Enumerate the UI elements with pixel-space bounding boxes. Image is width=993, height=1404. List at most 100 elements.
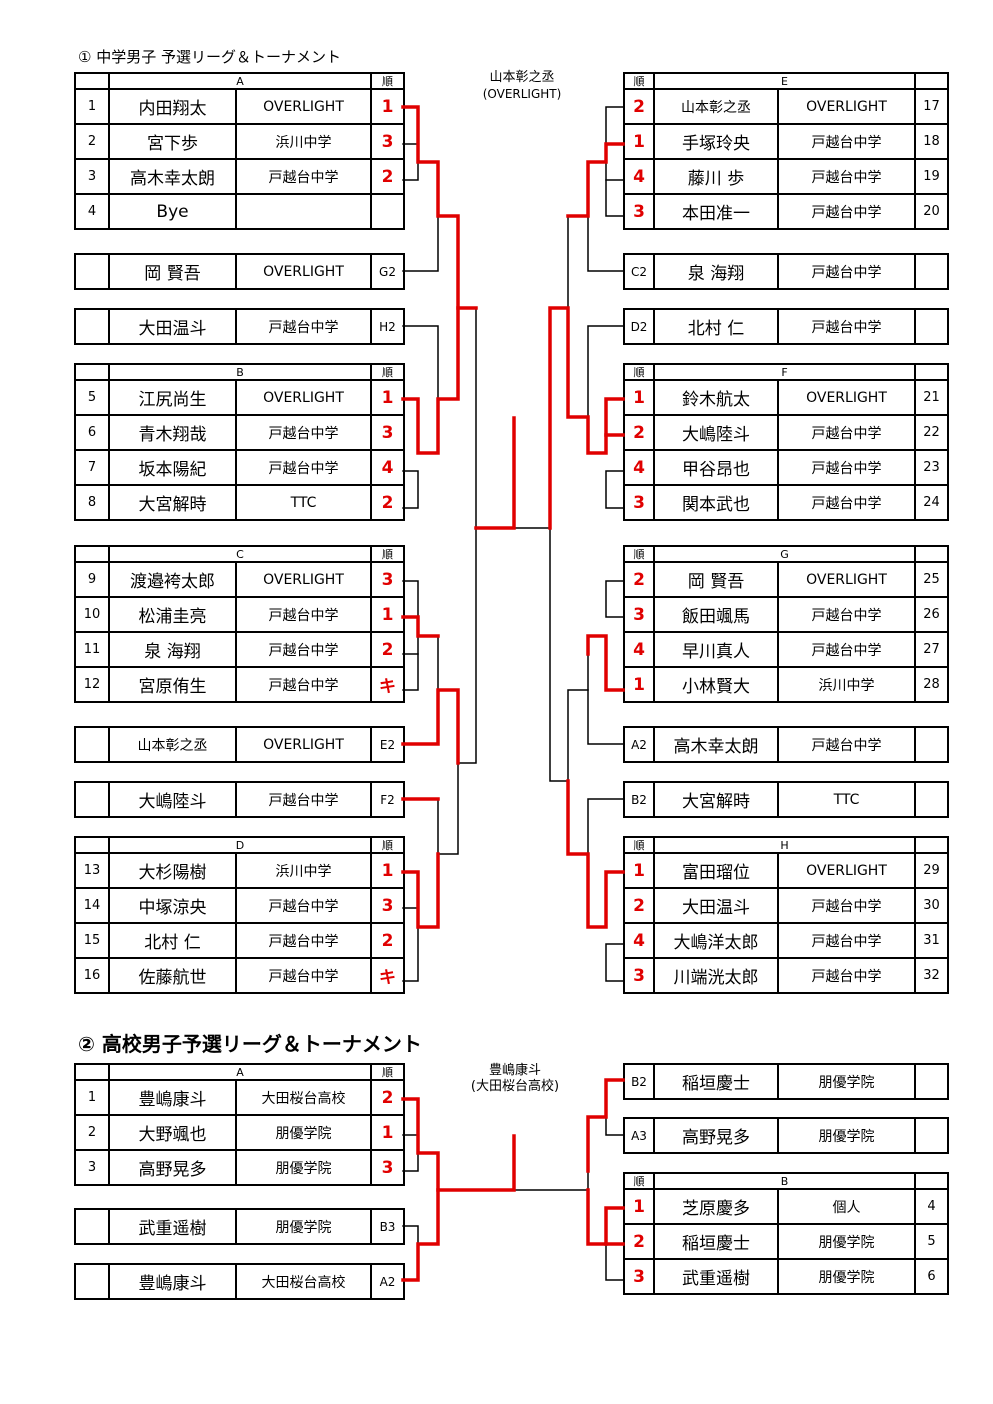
player-number: 8	[74, 484, 110, 521]
player-number: 22	[914, 414, 950, 451]
player-rank: 2	[623, 887, 655, 924]
player-rank: 2	[370, 922, 406, 959]
winner-path	[566, 142, 625, 218]
bracket-line	[587, 653, 624, 745]
player-number: 7	[74, 449, 110, 486]
player-name: 飯田颯馬	[653, 596, 779, 633]
rank-header: 順	[370, 836, 406, 854]
player-number: 14	[74, 887, 110, 924]
player-team: 個人	[776, 1188, 917, 1225]
player-rank: 3	[623, 484, 655, 521]
player-team: 戸越台中学	[234, 449, 373, 486]
player-rank: 3	[623, 957, 655, 994]
rank-header: 順	[370, 363, 406, 381]
player-name: 大田温斗	[653, 887, 779, 924]
player-number: 23	[914, 449, 950, 486]
rank-header: 順	[623, 72, 655, 90]
player-team: OVERLIGHT	[234, 379, 373, 416]
player-name: 佐藤航世	[108, 957, 237, 994]
player-name: 手塚玲央	[653, 123, 779, 160]
player-team: 戸越台中学	[234, 922, 373, 959]
player-name: 山本彰之丞	[653, 88, 779, 125]
player-name: 稲垣慶士	[653, 1223, 779, 1260]
player-rank: 3	[370, 561, 405, 598]
player-name: 藤川 歩	[653, 158, 779, 195]
player-team: 戸越台中学	[235, 631, 372, 668]
player-number: 20	[914, 193, 950, 230]
player-rank: 4	[623, 922, 655, 959]
bracket-line	[567, 215, 589, 309]
player-number: 12	[74, 666, 110, 703]
player-team: 戸越台中学	[235, 308, 372, 345]
rank-header: 順	[623, 836, 655, 854]
player-rank: キ	[370, 957, 406, 994]
player-team: 朋優学院	[776, 1258, 917, 1295]
player-team: 戸越台中学	[777, 957, 916, 994]
player-name: 岡 賢吾	[653, 561, 779, 598]
bracket-line	[605, 943, 624, 982]
player-team: OVERLIGHT	[235, 561, 372, 598]
bracket-line	[513, 1170, 589, 1191]
player-name: 大杉陽樹	[108, 852, 237, 889]
seed-label: C2	[623, 253, 655, 290]
bracket-line	[457, 527, 477, 764]
player-name: 大嶋洋太郎	[653, 922, 779, 959]
player-number: 15	[74, 922, 110, 959]
player-name: 鈴木航太	[653, 379, 779, 416]
winner-path	[401, 852, 440, 929]
rank-header: 順	[623, 1172, 655, 1190]
player-number: 13	[74, 852, 110, 889]
winner-path	[548, 306, 625, 530]
winner-path	[401, 1097, 516, 1192]
rank-header: 順	[370, 1063, 405, 1081]
winner-path	[586, 1078, 625, 1173]
player-name: 大野颯也	[108, 1114, 237, 1151]
section2-winner: 豊嶋康斗 (大田桜台高校)	[440, 1063, 590, 1095]
player-team: 朋優学院	[235, 1149, 372, 1186]
player-name: 稲垣慶士	[653, 1063, 779, 1100]
player-number: 31	[914, 922, 949, 959]
player-name: 大嶋陸斗	[108, 781, 237, 818]
player-team: TTC	[234, 484, 373, 521]
rank-header: 順	[623, 363, 655, 381]
player-name: 渡邉袴太郎	[108, 561, 237, 598]
player-team: 戸越台中学	[777, 596, 916, 633]
player-name: 中塚涼央	[108, 887, 237, 924]
player-team: 戸越台中学	[776, 193, 917, 230]
player-name: 川端洸太郎	[653, 957, 779, 994]
player-rank: 1	[623, 1188, 655, 1225]
player-team: 朋優学院	[235, 1208, 372, 1245]
player-team: 戸越台中学	[777, 887, 916, 924]
player-rank: 1	[370, 596, 405, 633]
player-number: 24	[914, 484, 950, 521]
player-rank: 2	[623, 1223, 655, 1260]
player-rank: 2	[623, 414, 655, 451]
player-name: 坂本陽紀	[108, 449, 237, 486]
